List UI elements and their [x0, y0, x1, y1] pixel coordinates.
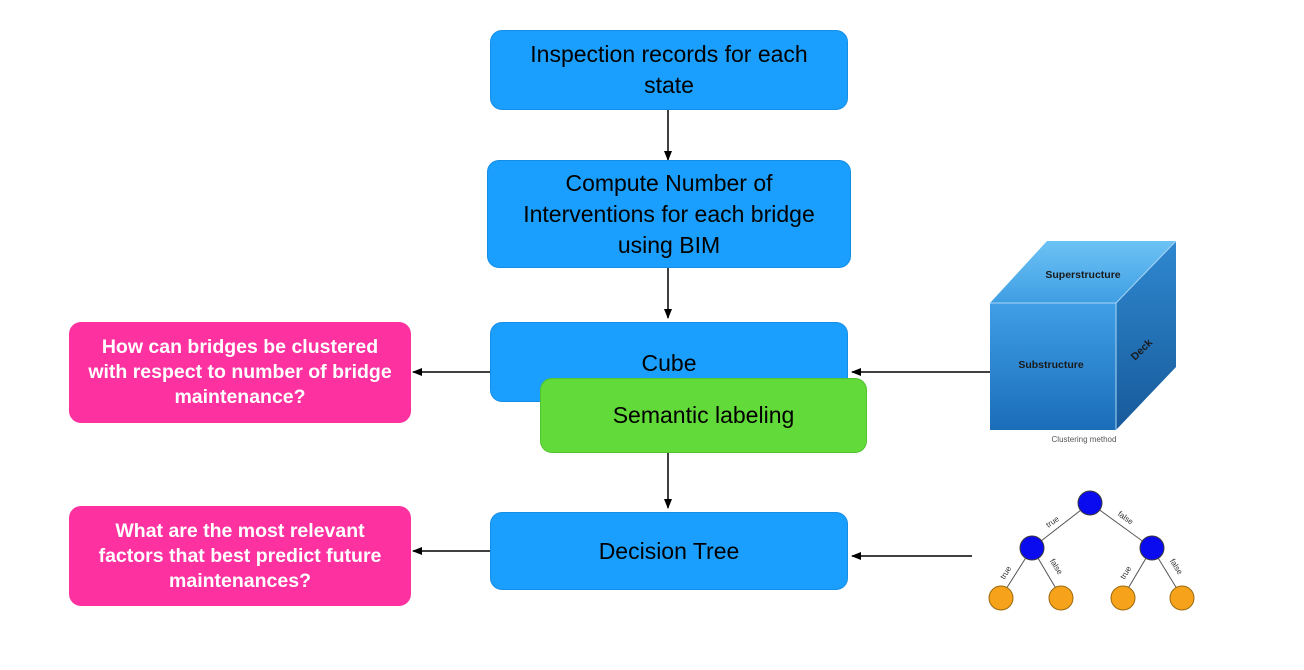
tree-edge [1089, 502, 1153, 549]
inspection-records-box: Inspection records for each state [490, 30, 848, 110]
cube-top-label: Superstructure [1045, 269, 1120, 281]
tree-leaf-node [1110, 585, 1136, 611]
question-factors-text: What are the most relevant factors that … [98, 519, 382, 592]
decision-tree-text: Decision Tree [598, 537, 740, 564]
tree-internal-node [1019, 535, 1045, 561]
tree-leaf-node [1169, 585, 1195, 611]
cube-front-face [990, 303, 1116, 430]
cube-top-face [990, 241, 1176, 303]
cube-side-face [1116, 241, 1176, 430]
compute-interventions-text: Compute Number of Interventions for each… [523, 169, 815, 258]
question-factors-box: What are the most relevant factors that … [69, 506, 411, 606]
cube-edge [1115, 240, 1177, 304]
cube-caption: Clustering method [1052, 435, 1117, 444]
semantic-labeling-text: Semantic labeling [612, 402, 795, 428]
decision-tree-box: Decision Tree [490, 512, 848, 590]
tree-edge-label: true [1118, 564, 1133, 581]
question-cluster-box: How can bridges be clustered with respec… [69, 322, 411, 423]
tree-edge-label: true [998, 564, 1013, 581]
tree-edge-label: false [1048, 557, 1065, 577]
compute-interventions-box: Compute Number of Interventions for each… [487, 160, 851, 268]
tree-edge-label: false [1168, 557, 1185, 577]
tree-leaf-node [988, 585, 1014, 611]
question-cluster-text: How can bridges be clustered with respec… [88, 336, 392, 408]
cube-text: Cube [641, 350, 697, 376]
tree-internal-node [1139, 535, 1165, 561]
tree-leaf-node [1048, 585, 1074, 611]
semantic-labeling-box: Semantic labeling [540, 378, 867, 453]
cube-front-label: Substructure [1018, 359, 1084, 371]
inspection-records-text: Inspection records for each state [530, 41, 808, 98]
tree-root-node [1077, 490, 1103, 516]
